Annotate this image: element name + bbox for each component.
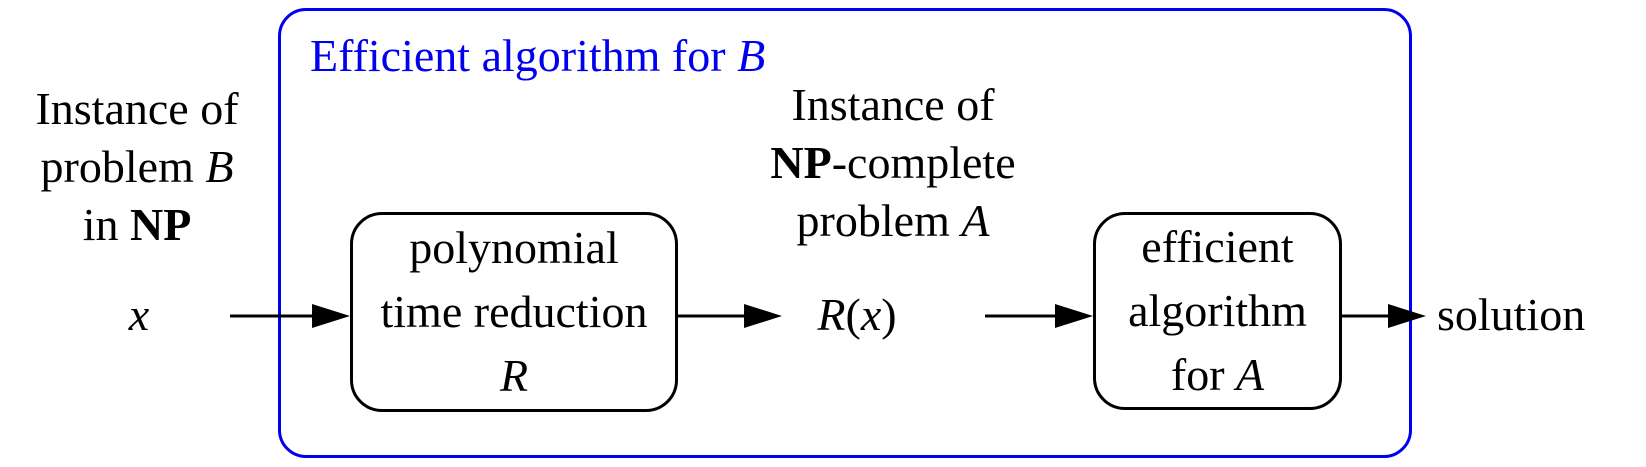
left-instance-line2-var: B bbox=[205, 141, 234, 192]
rx-label: R(x) bbox=[757, 286, 957, 344]
rx-open-paren: ( bbox=[845, 289, 861, 340]
np-complete-line2-np: NP bbox=[770, 137, 832, 188]
frame-title-var: B bbox=[737, 30, 766, 81]
np-complete-line3-word: problem bbox=[796, 195, 950, 246]
np-complete-line1: Instance of bbox=[743, 76, 1043, 134]
algorithm-box-line2: algorithm bbox=[1128, 285, 1307, 336]
rx-arg: x bbox=[860, 289, 882, 340]
algorithm-box-line3: for A bbox=[1171, 343, 1264, 407]
np-complete-instance-label: Instance of NP-complete problem A bbox=[743, 76, 1043, 250]
np-complete-line2-suffix: -complete bbox=[831, 137, 1016, 188]
left-instance-line3: in NP bbox=[7, 196, 267, 254]
algorithm-box-line3-var: A bbox=[1236, 349, 1265, 400]
np-complete-line1-text: Instance of bbox=[791, 79, 995, 130]
input-x-label: x bbox=[128, 289, 150, 340]
algorithm-box-line3-word: for bbox=[1170, 349, 1225, 400]
frame-title-text: Efficient algorithm for bbox=[310, 30, 726, 81]
reduction-box-line1: polynomial bbox=[409, 222, 619, 273]
left-instance-line2: problem B bbox=[7, 138, 267, 196]
rx-func: R bbox=[817, 289, 846, 340]
algorithm-box: efficient algorithm for A bbox=[1093, 212, 1342, 410]
algorithm-box-line1: efficient bbox=[1141, 221, 1294, 272]
efficient-algorithm-frame bbox=[278, 8, 1412, 458]
left-instance-line2-word: problem bbox=[40, 141, 194, 192]
left-instance-line1: Instance of bbox=[7, 80, 267, 138]
solution-label: solution bbox=[1437, 289, 1586, 340]
reduction-box-line2: time reduction bbox=[380, 286, 648, 337]
rx-close-paren: ) bbox=[881, 289, 897, 340]
np-complete-line3: problem A bbox=[743, 192, 1043, 250]
left-instance-line3-np: NP bbox=[129, 199, 192, 250]
reduction-box: polynomial time reduction R bbox=[350, 212, 678, 412]
np-complete-line3-var: A bbox=[961, 195, 990, 246]
np-complete-line2: NP-complete bbox=[743, 134, 1043, 192]
frame-title: Efficient algorithm for B bbox=[310, 27, 765, 85]
left-instance-line3-word: in bbox=[82, 199, 119, 250]
left-instance-label: Instance of problem B in NP bbox=[7, 80, 267, 254]
left-instance-line1-text: Instance of bbox=[35, 83, 239, 134]
reduction-box-var: R bbox=[499, 350, 529, 401]
